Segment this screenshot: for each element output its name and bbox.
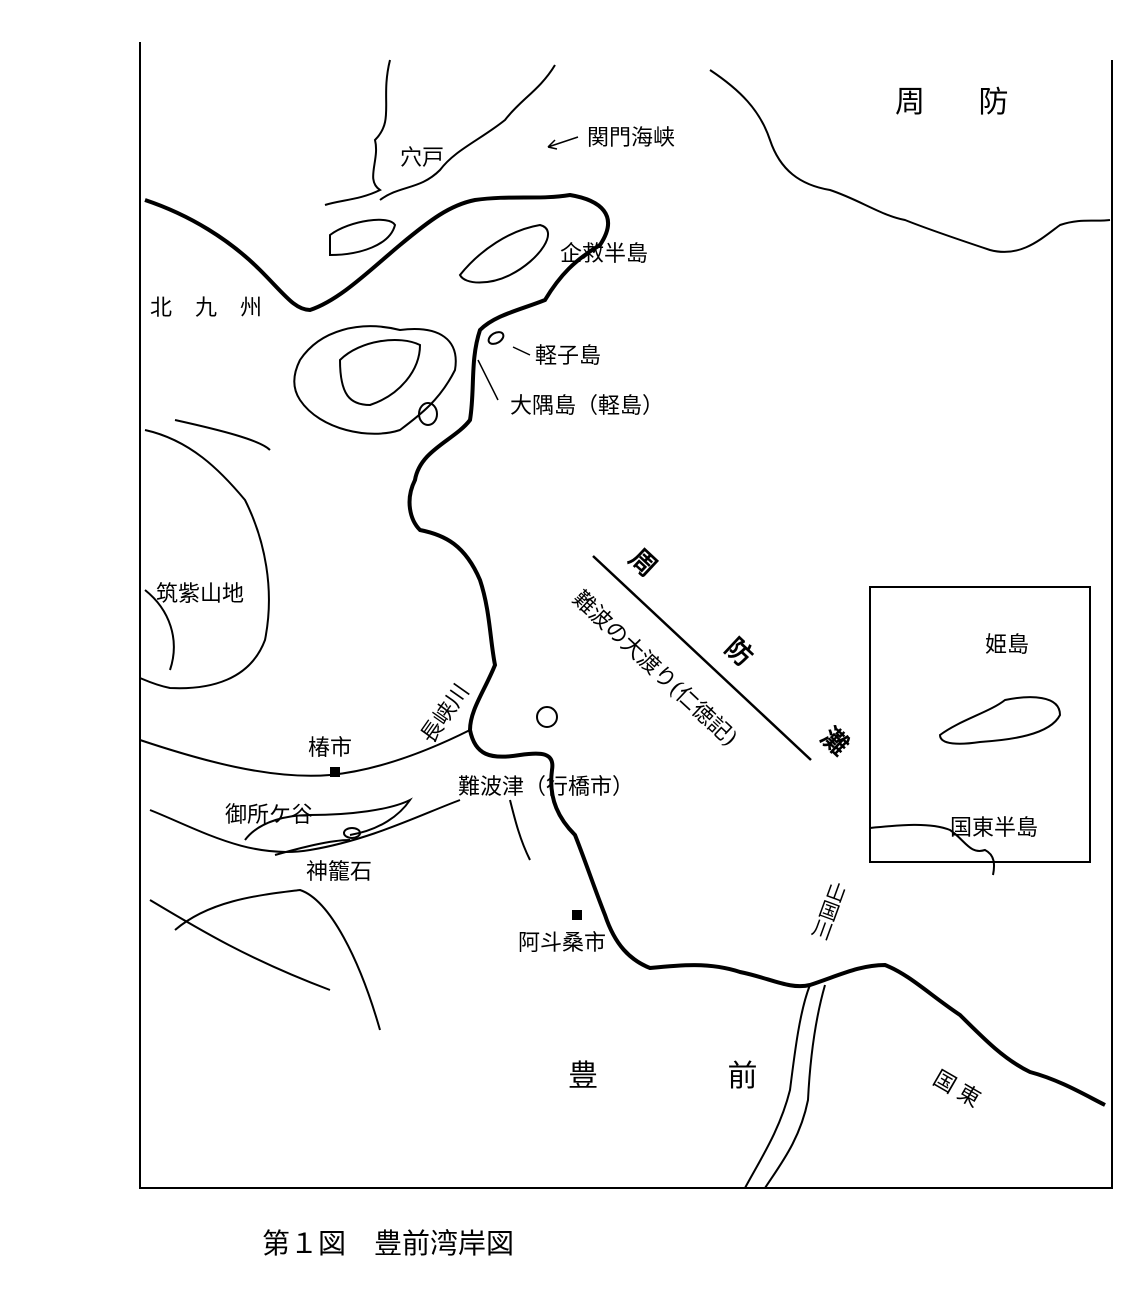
- contour-west: [144, 589, 175, 671]
- label-naniwazu: 難波津（行橋市）: [458, 775, 635, 800]
- label-buzen: 豊 前: [568, 1059, 818, 1094]
- osumi-island: [418, 402, 438, 426]
- suo-coast: [709, 69, 1111, 253]
- river-5: [274, 839, 351, 856]
- river-6: [509, 799, 531, 861]
- kunisaki-coast-inset: [869, 823, 995, 876]
- inset-frame: [869, 586, 1091, 863]
- label-anato: 穴戸: [400, 146, 445, 171]
- tsubaichi-marker: [330, 767, 340, 777]
- label-goshogatani: 御所ケ谷: [225, 803, 314, 828]
- label-suo: 周 防: [895, 85, 1031, 120]
- label-atokuwaichi: 阿斗桑市: [518, 931, 607, 956]
- suonada-line: [592, 555, 812, 761]
- kanmon-arrow: [547, 136, 579, 150]
- label-kitakyushu: 北 九 州: [150, 296, 270, 321]
- label-kunisaki-peninsula: 国東半島: [950, 816, 1039, 841]
- label-karukojima: 軽子島: [535, 344, 602, 369]
- himeshima-island: [938, 696, 1062, 745]
- figure-caption: 第１図 豊前湾岸図: [262, 1227, 515, 1260]
- tumulus-circle: [536, 706, 558, 728]
- label-kougoishi: 神籠石: [306, 860, 373, 885]
- river-2: [149, 799, 461, 853]
- yamakuni-river-w: [744, 984, 811, 1189]
- river-7: [149, 899, 331, 991]
- honshu-coast-west: [324, 59, 391, 206]
- river-3: [174, 888, 381, 1031]
- inner-contour: [293, 325, 457, 435]
- honshu-coast-east: [379, 64, 556, 201]
- inner-contour-2: [338, 339, 422, 407]
- kiku-inner-contour: [458, 223, 550, 284]
- nagao-river: [139, 729, 471, 777]
- contour-west-2: [174, 419, 271, 451]
- kyushu-coast: [144, 192, 1106, 1107]
- kougoishi-site: [343, 827, 361, 839]
- anato-island: [329, 218, 397, 257]
- karukojima-island: [487, 331, 505, 345]
- label-kiku-peninsula: 企救半島: [560, 242, 649, 267]
- label-tsubaichi: 椿市: [308, 736, 353, 761]
- label-chikushi: 筑紫山地: [156, 582, 245, 607]
- chikushi-mountains: [139, 429, 270, 690]
- atokuwaichi-marker: [572, 910, 582, 920]
- river-4: [244, 797, 413, 841]
- osumi-pointer: [477, 359, 499, 401]
- label-osumi: 大隅島（軽島）: [510, 394, 665, 419]
- yamakuni-river-e: [764, 984, 826, 1189]
- map-frame: [139, 42, 1113, 1189]
- label-kanmon-strait: 関門海峡: [587, 126, 676, 151]
- karukojima-pointer: [512, 346, 531, 356]
- label-himeshima: 姫島: [985, 633, 1030, 658]
